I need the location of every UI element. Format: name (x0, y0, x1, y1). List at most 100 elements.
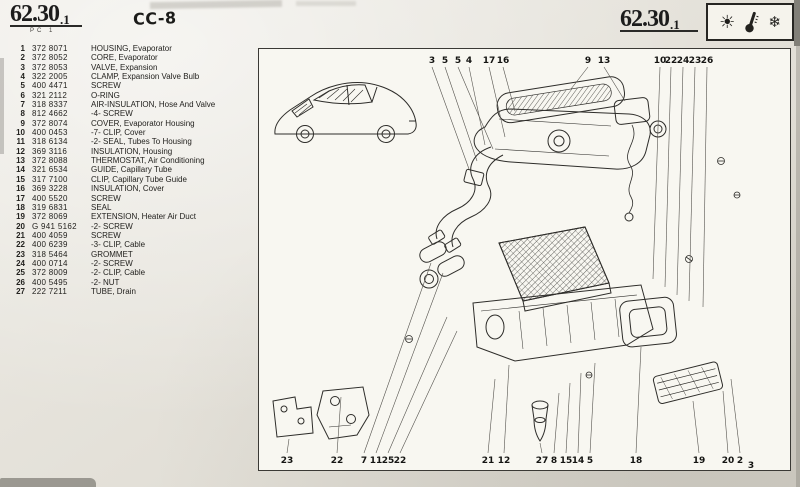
part-description: HOUSING, Evaporator (91, 44, 172, 53)
part-number: 372 8069 (32, 212, 68, 222)
part-item-number: 26 (16, 277, 25, 287)
part-number: 369 3116 (32, 146, 68, 156)
parts-row: 20 G 941 5162 -2- SCREW (12, 222, 258, 231)
exploded-diagram-frame: 3 5 5 4 17 16 9 13 10 22 24 23 26 23 22 … (258, 48, 791, 471)
callout-number: 2 (737, 456, 743, 466)
parts-row: 5 400 4471 SCREW (12, 81, 258, 90)
scan-edge-artifact (0, 58, 4, 154)
part-item-number: 10 (16, 128, 25, 138)
part-item-number: 8 (20, 109, 25, 119)
section-code-left-text: 62.30.1 (10, 1, 82, 28)
part-item-number: 15 (16, 174, 25, 184)
part-item-number: 22 (16, 240, 25, 250)
part-number: 400 4059 (32, 230, 68, 240)
part-number: 369 3228 (32, 184, 68, 194)
part-item-number: 18 (16, 202, 25, 212)
parts-row: 21 400 4059 SCREW (12, 231, 258, 240)
callout-number: 10 (654, 56, 667, 66)
callout-number: 22 (331, 456, 344, 466)
part-description: CLIP, Capillary Tube Guide (91, 174, 187, 184)
cover-seal-frame (619, 296, 677, 348)
sun-icon: ☀ (719, 12, 736, 32)
part-description: VALVE, Expansion (91, 62, 158, 72)
callout-number: 23 (281, 456, 294, 466)
part-description: THERMOSTAT, Air Conditioning (91, 156, 205, 166)
part-description: -2- SCREW (91, 221, 133, 231)
parts-row: 10 400 0453 -7- CLIP, Cover (12, 128, 258, 137)
part-description: -2- NUT (91, 277, 120, 287)
thermometer-icon (745, 11, 759, 33)
callout-number: 17 (483, 56, 496, 66)
callout-number: 8 (551, 456, 557, 466)
part-number: 222 7211 (32, 286, 68, 296)
exploded-diagram: 3 5 5 4 17 16 9 13 10 22 24 23 26 23 22 … (272, 56, 754, 470)
callout-number: 12 (498, 456, 511, 466)
parts-row: 8 812 4662 -4- SCREW (12, 109, 258, 118)
callout-number: 18 (630, 456, 643, 466)
part-number: 400 0714 (32, 258, 68, 268)
parts-row: 24 400 0714 -2- SCREW (12, 259, 258, 268)
lower-housing (472, 284, 654, 362)
part-item-number: 14 (16, 165, 25, 175)
part-item-number: 19 (16, 212, 25, 222)
parts-row: 27 222 7211 TUBE, Drain (12, 287, 258, 296)
part-item-number: 24 (16, 258, 25, 268)
part-number: 372 8052 (32, 53, 68, 63)
parts-row: 7 318 8337 AIR-INSULATION, Hose And Valv… (12, 100, 258, 109)
part-description: SCREW (91, 193, 121, 203)
part-item-number: 27 (16, 286, 25, 296)
parts-row: 11 318 6134 -2- SEAL, Tubes To Housing (12, 137, 258, 146)
callout-number: 23 (689, 56, 702, 66)
part-description: -4- SCREW (91, 109, 133, 119)
part-description: EXTENSION, Heater Air Duct (91, 212, 196, 222)
part-item-number: 13 (16, 156, 25, 166)
parts-row: 26 400 5495 -2- NUT (12, 278, 258, 287)
part-description: -3- CLIP, Cable (91, 240, 146, 250)
parts-row: 14 321 6534 GUIDE, Capillary Tube (12, 165, 258, 174)
part-item-number: 16 (16, 184, 25, 194)
callout-number: 5 (455, 56, 461, 66)
part-description: SCREW (91, 81, 121, 91)
part-description: CLAMP, Expansion Valve Bulb (91, 72, 200, 82)
part-item-number: 3 (20, 62, 25, 72)
parts-row: 13 372 8088 THERMOSTAT, Air Conditioning (12, 156, 258, 165)
scan-edge-artifact (0, 478, 96, 487)
callout-number: 7 (361, 456, 367, 466)
part-description: INSULATION, Cover (91, 184, 165, 194)
part-description: COVER, Evaporator Housing (91, 118, 195, 128)
callout-number: 24 (677, 56, 690, 66)
part-number: 319 6831 (32, 202, 68, 212)
section-code-sub: .1 (60, 12, 70, 27)
parts-row: 15 317 7100 CLIP, Capillary Tube Guide (12, 175, 258, 184)
parts-list: 1 372 8071 HOUSING, Evaporator 2 372 805… (12, 44, 258, 296)
scan-smudge (296, 1, 356, 6)
part-item-number: 7 (20, 100, 25, 110)
parts-row: 25 372 8009 -2- CLIP, Cable (12, 268, 258, 277)
section-code: 62.30 (10, 1, 60, 27)
scan-edge-artifact (794, 0, 800, 46)
callout-number: 22 (394, 456, 407, 466)
part-description: INSULATION, Housing (91, 146, 173, 156)
part-number: 812 4662 (32, 109, 68, 119)
part-number: G 941 5162 (32, 221, 77, 231)
part-item-number: 17 (16, 193, 25, 203)
housing-parts (473, 76, 667, 222)
part-item-number: 5 (20, 81, 25, 91)
part-description: SEAL (91, 202, 112, 212)
hose-and-valve-parts (419, 146, 504, 289)
part-number: 400 6239 (32, 240, 68, 250)
part-number: 400 5520 (32, 193, 68, 203)
callout-number: 25 (382, 456, 395, 466)
parts-row: 16 369 3228 INSULATION, Cover (12, 184, 258, 193)
part-number: 321 6534 (32, 165, 68, 175)
part-description: -2- CLIP, Cable (91, 268, 146, 278)
parts-row: 23 318 5464 GROMMET (12, 250, 258, 259)
part-description: GUIDE, Capillary Tube (91, 165, 172, 175)
part-number: 372 8053 (32, 62, 68, 72)
part-description: -2- SEAL, Tubes To Housing (91, 137, 192, 147)
parts-row: 2 372 8052 CORE, Evaporator (12, 53, 258, 62)
doc-code: CC-8 (132, 8, 177, 29)
section-code-left: 62.30.1 PC 1 (10, 1, 82, 34)
part-number: 317 7100 (32, 174, 68, 184)
